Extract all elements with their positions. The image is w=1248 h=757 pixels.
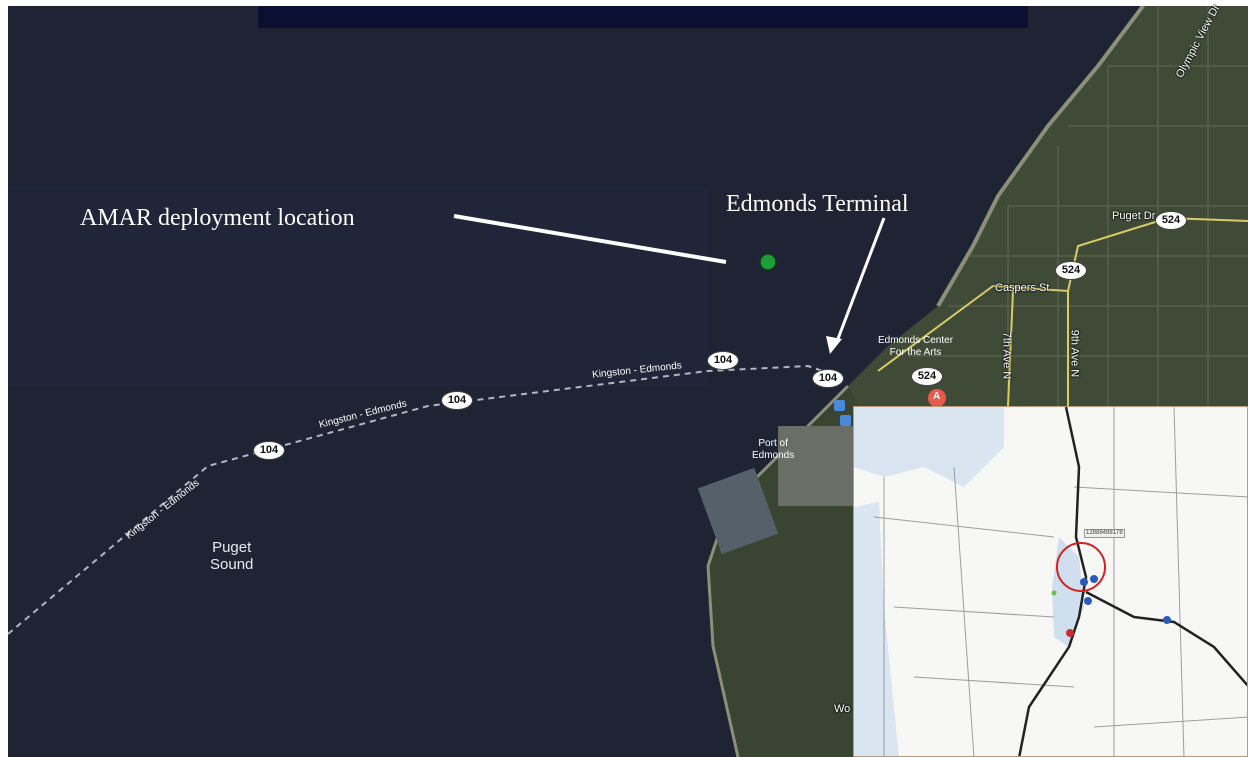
- ninth-ave-label: 9th Ave N: [1068, 329, 1081, 378]
- deployment-label: AMAR deployment location: [80, 205, 355, 231]
- route-shield: 104: [707, 351, 739, 370]
- puget-dr-label: Puget Dr: [1112, 210, 1156, 222]
- area-highlight-circle: [1056, 542, 1106, 592]
- puget-sound-label: Puget Sound: [210, 539, 254, 573]
- inset-locator-map: 12888488178: [853, 406, 1248, 757]
- route-shield: 524: [911, 367, 943, 386]
- route-shield: 524: [1055, 261, 1087, 280]
- marker-a-label: A: [933, 391, 941, 402]
- deployment-marker: [759, 253, 777, 271]
- satellite-imagery: [8, 6, 1248, 757]
- terminal-label: Edmonds Terminal: [726, 191, 909, 217]
- satellite-map: [8, 6, 1248, 757]
- route-shield: 104: [253, 441, 285, 460]
- port-label: Port of Edmonds: [752, 438, 795, 461]
- arts-center-label: Edmonds Center For the Arts: [878, 335, 954, 358]
- route-shield: 104: [441, 391, 473, 410]
- caspers-st-label: Caspers St: [995, 282, 1050, 294]
- wo-label: Wo: [834, 703, 851, 715]
- inset-label: 12888488178: [1084, 529, 1125, 538]
- route-shield: 104: [812, 369, 844, 388]
- inset-map-drawing: [854, 407, 1247, 756]
- route-shield: 524: [1155, 211, 1187, 230]
- seventh-ave-label: 7th Ave N: [1000, 331, 1013, 380]
